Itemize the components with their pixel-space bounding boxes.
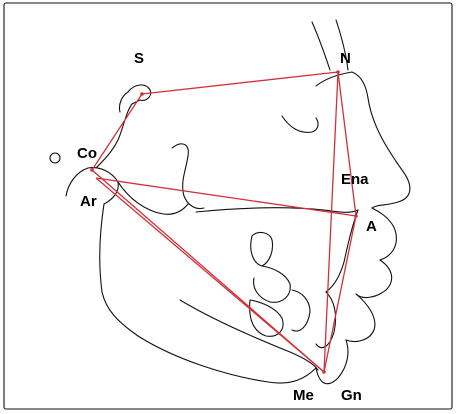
- label-a: A: [366, 218, 377, 235]
- point-n: [336, 70, 340, 74]
- diagram-frame: [4, 3, 452, 409]
- line-s-n: [142, 72, 338, 94]
- orbit-outline: [282, 116, 318, 132]
- label-co: Co: [77, 145, 97, 162]
- palatal-plane: [196, 208, 358, 212]
- ramus-outline: [100, 204, 316, 383]
- mandible-inner: [180, 300, 318, 370]
- point-s: [140, 92, 144, 96]
- lower-molar: [250, 300, 283, 336]
- sella-outline: [96, 85, 151, 168]
- line-n-gn: [324, 72, 338, 372]
- upper-molar-2: [254, 266, 291, 302]
- label-n: N: [340, 50, 351, 67]
- line-ar-a: [96, 178, 356, 216]
- cephalometric-points: [90, 70, 358, 374]
- cephalometric-lines: [92, 72, 356, 372]
- premolar: [292, 290, 310, 331]
- line-s-co: [92, 94, 142, 170]
- point-co: [90, 168, 94, 172]
- point-a: [354, 214, 358, 218]
- upper-lip: [356, 260, 392, 297]
- label-gn: Gn: [341, 387, 362, 404]
- label-ena: Ena: [341, 171, 369, 188]
- lower-lip: [346, 294, 375, 342]
- clivus-outline: [119, 92, 128, 112]
- skull-sketch: [4, 3, 452, 409]
- line-ar-gn: [96, 178, 324, 372]
- label-s: S: [134, 50, 144, 67]
- point-gn: [322, 370, 326, 374]
- zygoma-outline: [172, 144, 204, 209]
- upper-molar: [251, 233, 273, 266]
- line-n-a: [338, 72, 356, 216]
- label-me: Me: [293, 387, 314, 404]
- label-ar: Ar: [80, 193, 97, 210]
- ear-rod: [50, 153, 60, 163]
- line-a-gn: [324, 216, 356, 372]
- chin-outline: [316, 340, 348, 384]
